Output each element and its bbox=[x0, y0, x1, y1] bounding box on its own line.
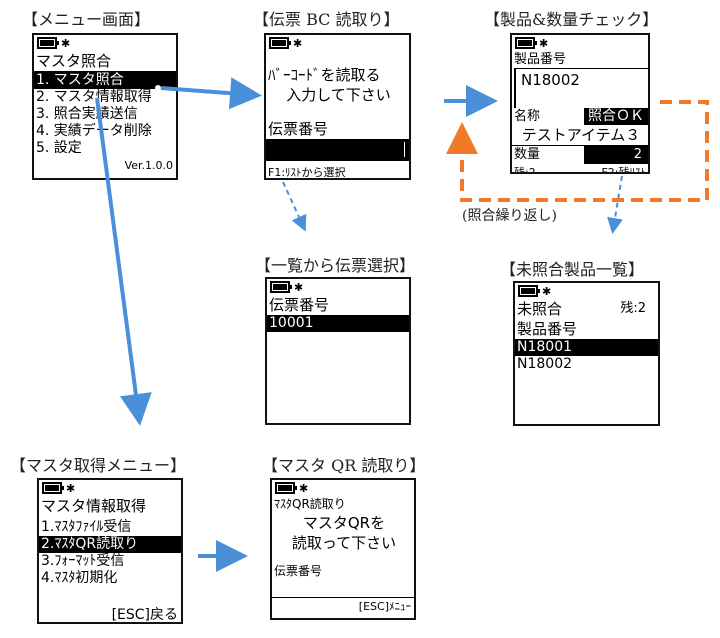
quantity-input[interactable]: 2 bbox=[584, 146, 648, 164]
instruction-line-1: ﾊﾞｰｺｰﾄﾞを読取る bbox=[268, 66, 381, 84]
menu-screen-title: 【メニュー画面】 bbox=[22, 10, 151, 29]
f1-hint[interactable]: F1:ﾘｽﾄから選択 bbox=[268, 166, 346, 179]
master-menu-screen: ✱ マスタ情報取得 1.ﾏｽﾀﾌｧｲﾙ受信 2.ﾏｽﾀQR読取り 3.ﾌｫｰﾏｯ… bbox=[37, 478, 183, 624]
status-bar: ✱ bbox=[266, 35, 409, 51]
bluetooth-icon: ✱ bbox=[294, 280, 304, 294]
battery-icon bbox=[42, 482, 64, 494]
bc-screen: ✱ ﾊﾞｰｺｰﾄﾞを読取る 入力して下さい 伝票番号 F1:ﾘｽﾄから選択 bbox=[264, 33, 411, 180]
battery-icon bbox=[270, 281, 292, 293]
master-menu-title: 【マスタ取得メニュー】 bbox=[10, 456, 187, 475]
master-menu-item-4[interactable]: 4.ﾏｽﾀ初期化 bbox=[41, 570, 118, 586]
product-name: テストアイテム３ bbox=[521, 126, 641, 144]
quantity-label: 数量 bbox=[514, 147, 541, 162]
status-bar: ✱ bbox=[512, 35, 648, 51]
bluetooth-icon: ✱ bbox=[66, 481, 76, 495]
text-cursor bbox=[404, 142, 405, 157]
status-bar: ✱ bbox=[34, 35, 176, 51]
product-list-item[interactable]: N18002 bbox=[517, 356, 573, 372]
status-bar: ✱ bbox=[39, 480, 181, 496]
slip-number-input[interactable] bbox=[266, 139, 409, 161]
master-menu-item-3[interactable]: 3.ﾌｫｰﾏｯﾄ受信 bbox=[41, 553, 125, 569]
f2-hint[interactable]: F2:残ﾘｽﾄ bbox=[601, 166, 646, 174]
bluetooth-icon: ✱ bbox=[542, 284, 552, 298]
status-bar: ✱ bbox=[515, 283, 658, 299]
slip-number-label: 伝票番号 bbox=[268, 120, 329, 138]
product-number-field[interactable]: N18002 bbox=[514, 68, 648, 108]
slip-number-label: 伝票番号 bbox=[274, 564, 323, 578]
bluetooth-icon: ✱ bbox=[61, 36, 71, 50]
select-screen-title: 【一覧から伝票選択】 bbox=[255, 256, 416, 275]
instruction-line-2: 入力して下さい bbox=[286, 86, 391, 104]
product-number-label: 製品番号 bbox=[517, 320, 578, 338]
remaining-count: 残:2 bbox=[514, 166, 536, 174]
status-bar: ✱ bbox=[267, 279, 409, 295]
battery-icon bbox=[518, 285, 540, 297]
product-list-item[interactable]: N18001 bbox=[515, 339, 658, 356]
slip-number-label: 伝票番号 bbox=[269, 296, 330, 314]
bluetooth-icon: ✱ bbox=[299, 481, 309, 495]
loop-note: (照合繰り返し) bbox=[462, 208, 557, 224]
name-label: 名称 bbox=[514, 109, 541, 124]
arrow-bc-to-select bbox=[282, 181, 307, 232]
remaining-count: 残:2 bbox=[620, 301, 646, 316]
arrow-check-to-unmatched bbox=[607, 175, 623, 234]
select-screen: ✱ 伝票番号 10001 bbox=[265, 277, 411, 425]
unmatched-screen: ✱ 未照合 残:2 製品番号 N18001 N18002 bbox=[513, 281, 660, 426]
product-number-label: 製品番号 bbox=[514, 52, 567, 67]
screen-heading: マスタ照合 bbox=[36, 52, 112, 70]
bc-screen-title: 【伝票 BC 読取り】 bbox=[253, 10, 400, 29]
check-screen: ✱ 製品番号 N18002 名称 照合ＯＫ テストアイテム３ 数量 2 残:2 F2:… bbox=[510, 33, 650, 174]
qr-screen: ✱ ﾏｽﾀQR読取り マスタQRを 読取って下さい 伝票番号 [ESC]ﾒﾆｭｰ bbox=[270, 478, 416, 620]
check-screen-title: 【製品&数量チェック】 bbox=[484, 10, 659, 29]
screen-heading: 未照合 bbox=[517, 300, 563, 318]
esc-menu-hint[interactable]: [ESC]ﾒﾆｭｰ bbox=[272, 597, 414, 615]
menu-item-2[interactable]: 2. マスタ情報取得 bbox=[36, 89, 152, 105]
menu-screen: ✱ マスタ照合 1. マスタ照合 2. マスタ情報取得 3. 照合実績送信 4.… bbox=[32, 33, 178, 180]
unmatched-screen-title: 【未照合製品一覧】 bbox=[500, 260, 645, 279]
menu-item-3[interactable]: 3. 照合実績送信 bbox=[36, 106, 138, 122]
battery-icon bbox=[275, 482, 297, 494]
battery-icon bbox=[269, 37, 291, 49]
version-label: Ver.1.0.0 bbox=[124, 159, 173, 172]
master-menu-item-1[interactable]: 1.ﾏｽﾀﾌｧｲﾙ受信 bbox=[41, 519, 132, 535]
master-menu-item-2[interactable]: 2.ﾏｽﾀQR読取り bbox=[39, 536, 181, 553]
screen-heading: ﾏｽﾀQR読取り bbox=[274, 497, 346, 511]
menu-item-4[interactable]: 4. 実績データ削除 bbox=[36, 123, 152, 139]
match-status-badge: 照合ＯＫ bbox=[584, 108, 648, 125]
esc-back-hint[interactable]: [ESC]戻る bbox=[111, 607, 178, 623]
instruction-line-2: 読取って下さい bbox=[291, 534, 397, 552]
bluetooth-icon: ✱ bbox=[539, 36, 549, 50]
battery-icon bbox=[37, 37, 59, 49]
battery-icon bbox=[515, 37, 537, 49]
menu-item-5[interactable]: 5. 設定 bbox=[36, 140, 82, 156]
bluetooth-icon: ✱ bbox=[293, 36, 303, 50]
instruction-line-1: マスタQRを bbox=[302, 514, 386, 532]
status-bar: ✱ bbox=[272, 480, 414, 496]
slip-list-item[interactable]: 10001 bbox=[267, 315, 409, 332]
qr-screen-title: 【マスタ QR 読取り】 bbox=[262, 456, 426, 475]
screen-heading: マスタ情報取得 bbox=[41, 497, 147, 515]
menu-item-1[interactable]: 1. マスタ照合 bbox=[34, 71, 176, 89]
